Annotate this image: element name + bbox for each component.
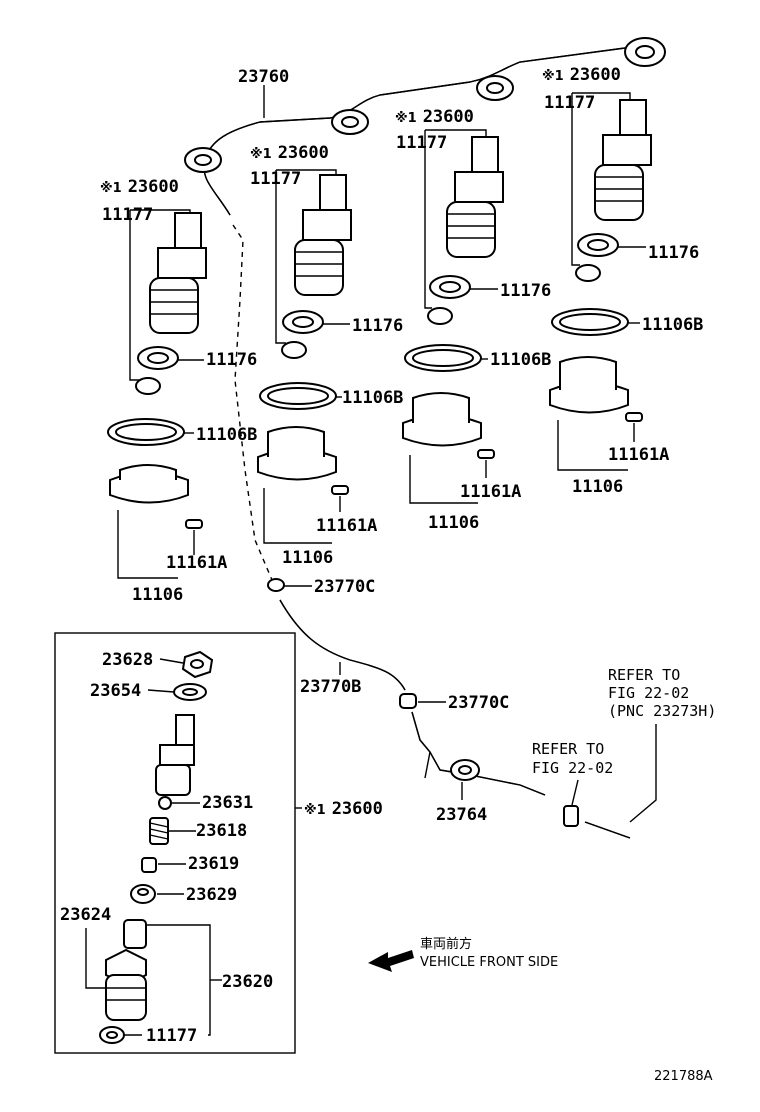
reference-fig-22-02-pnc[interactable]: REFER TO FIG 22-02 (PNC 23273H) — [608, 666, 716, 720]
injector-group-3[interactable] — [402, 136, 504, 459]
part-23629-spacer[interactable] — [130, 884, 156, 904]
label-23760: 23760 — [238, 67, 289, 87]
label-3-11177: 11177 — [396, 133, 447, 153]
leak-off-hose-23770B[interactable] — [279, 599, 406, 691]
label-23770C-upper: 23770C — [314, 577, 375, 597]
ref2-line1: REFER TO — [532, 740, 604, 758]
part-23631-ball[interactable] — [158, 796, 172, 810]
label-1-11106B: 11106B — [196, 425, 257, 445]
label-23619: 23619 — [188, 854, 239, 874]
label-4-11177: 11177 — [544, 93, 595, 113]
reference-fig-22-02[interactable]: REFER TO FIG 22-02 — [532, 740, 613, 777]
ref1-line1: REFER TO — [608, 666, 680, 684]
part-23618-spring[interactable] — [149, 817, 169, 845]
label-23628: 23628 — [102, 650, 153, 670]
direction-en: VEHICLE FRONT SIDE — [420, 955, 558, 970]
label-23629: 23629 — [186, 885, 237, 905]
injector-exploded-box — [54, 632, 296, 1054]
label-2-11177: 11177 — [250, 169, 301, 189]
part-23654-washer[interactable] — [173, 683, 207, 701]
injector-group-1[interactable] — [107, 212, 207, 529]
return-hose-segment[interactable] — [584, 821, 631, 839]
label-1-11106: 11106 — [132, 585, 183, 605]
part-23628-nut[interactable] — [181, 650, 214, 679]
ref1-line2: FIG 22-02 — [608, 684, 689, 702]
part-23624-nozzle[interactable] — [123, 919, 147, 949]
label-23764: 23764 — [436, 805, 487, 825]
label-23770C-lower: 23770C — [448, 693, 509, 713]
diagram-id: 221788A — [654, 1069, 713, 1084]
label-2-11106: 11106 — [282, 548, 333, 568]
label-4-11176: 11176 — [648, 243, 699, 263]
fuel-pipe-23760[interactable] — [184, 37, 666, 216]
label-3-11106B: 11106B — [490, 350, 551, 370]
label-23770B: 23770B — [300, 677, 361, 697]
label-4-11161A: 11161A — [608, 445, 669, 465]
label-4-11106: 11106 — [572, 477, 623, 497]
label-2-11161A: 11161A — [316, 516, 377, 536]
label-23624: 23624 — [60, 905, 111, 925]
part-nozzle-retaining-nut[interactable] — [105, 948, 147, 1021]
label-23654: 23654 — [90, 681, 141, 701]
part-injector-holder-body[interactable] — [155, 714, 195, 796]
label-3-11161A: 11161A — [460, 482, 521, 502]
label-2-11176: 11176 — [352, 316, 403, 336]
return-clamp[interactable] — [563, 805, 579, 827]
ref1-line3: (PNC 23273H) — [608, 702, 716, 720]
vehicle-front-arrow-icon — [368, 950, 414, 972]
label-2-11106B: 11106B — [342, 388, 403, 408]
label-4-11106B: 11106B — [642, 315, 703, 335]
label-1-11177: 11177 — [102, 205, 153, 225]
injector-group-4[interactable] — [549, 99, 652, 422]
ref2-line2: FIG 22-02 — [532, 759, 613, 777]
label-1-11176: 11176 — [206, 350, 257, 370]
label-3-11106: 11106 — [428, 513, 479, 533]
part-23619-seat[interactable] — [141, 857, 157, 873]
label-23620: 23620 — [222, 972, 273, 992]
hose-clamp-upper[interactable] — [267, 578, 285, 592]
label-box-11177: 11177 — [146, 1026, 197, 1046]
label-23618: 23618 — [196, 821, 247, 841]
hose-clamp-lower[interactable] — [399, 693, 417, 709]
label-3-11176: 11176 — [500, 281, 551, 301]
label-23631: 23631 — [202, 793, 253, 813]
leak-off-pipe-23764[interactable] — [411, 711, 546, 796]
part-11177-gasket[interactable] — [99, 1026, 125, 1044]
label-1-11161A: 11161A — [166, 553, 227, 573]
injector-group-2[interactable] — [257, 174, 352, 495]
direction-jp: 車両前方 — [420, 936, 472, 952]
